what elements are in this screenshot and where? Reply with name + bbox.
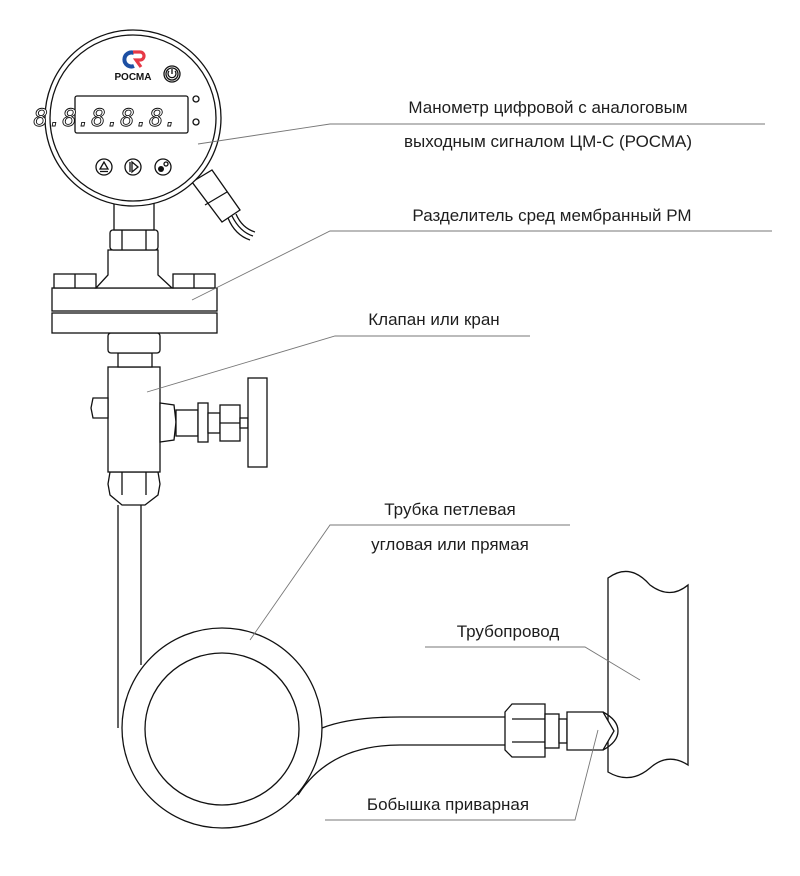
loop-tube xyxy=(117,505,505,829)
valve xyxy=(90,366,268,506)
gear-button[interactable] xyxy=(154,158,172,176)
display-digits: 8.8.8.8.8. xyxy=(34,104,179,132)
label-tube-line2: угловая или прямая xyxy=(371,535,529,554)
label-separator: Разделитель сред мембранный РМ xyxy=(412,206,691,225)
power-button[interactable] xyxy=(163,65,181,83)
label-pipeline: Трубопровод xyxy=(457,622,560,641)
rosma-logo: РОСМА xyxy=(115,50,152,83)
valve-handwheel xyxy=(247,377,268,468)
play-button[interactable] xyxy=(124,158,142,176)
label-valve: Клапан или кран xyxy=(368,310,499,329)
led-2 xyxy=(192,118,200,126)
digital-gauge: РОСМА 8.8.8.8.8. xyxy=(33,29,222,207)
label-gauge-line1: Манометр цифровой с аналоговым xyxy=(408,98,687,117)
label-gauge-line2: выходным сигналом ЦМ-С (РОСМА) xyxy=(404,132,692,151)
brand-text: РОСМА xyxy=(115,72,152,83)
led-1 xyxy=(192,95,200,103)
up-button[interactable] xyxy=(95,158,113,176)
lcd-display xyxy=(74,95,189,134)
leader-lines xyxy=(146,123,772,821)
gauge-connector xyxy=(191,169,256,241)
label-boss: Бобышка приварная xyxy=(367,795,529,814)
diaphragm-seal xyxy=(51,199,218,368)
boss-fitting xyxy=(504,703,619,758)
pipeline xyxy=(607,570,689,779)
label-tube-line1: Трубка петлевая xyxy=(384,500,516,519)
